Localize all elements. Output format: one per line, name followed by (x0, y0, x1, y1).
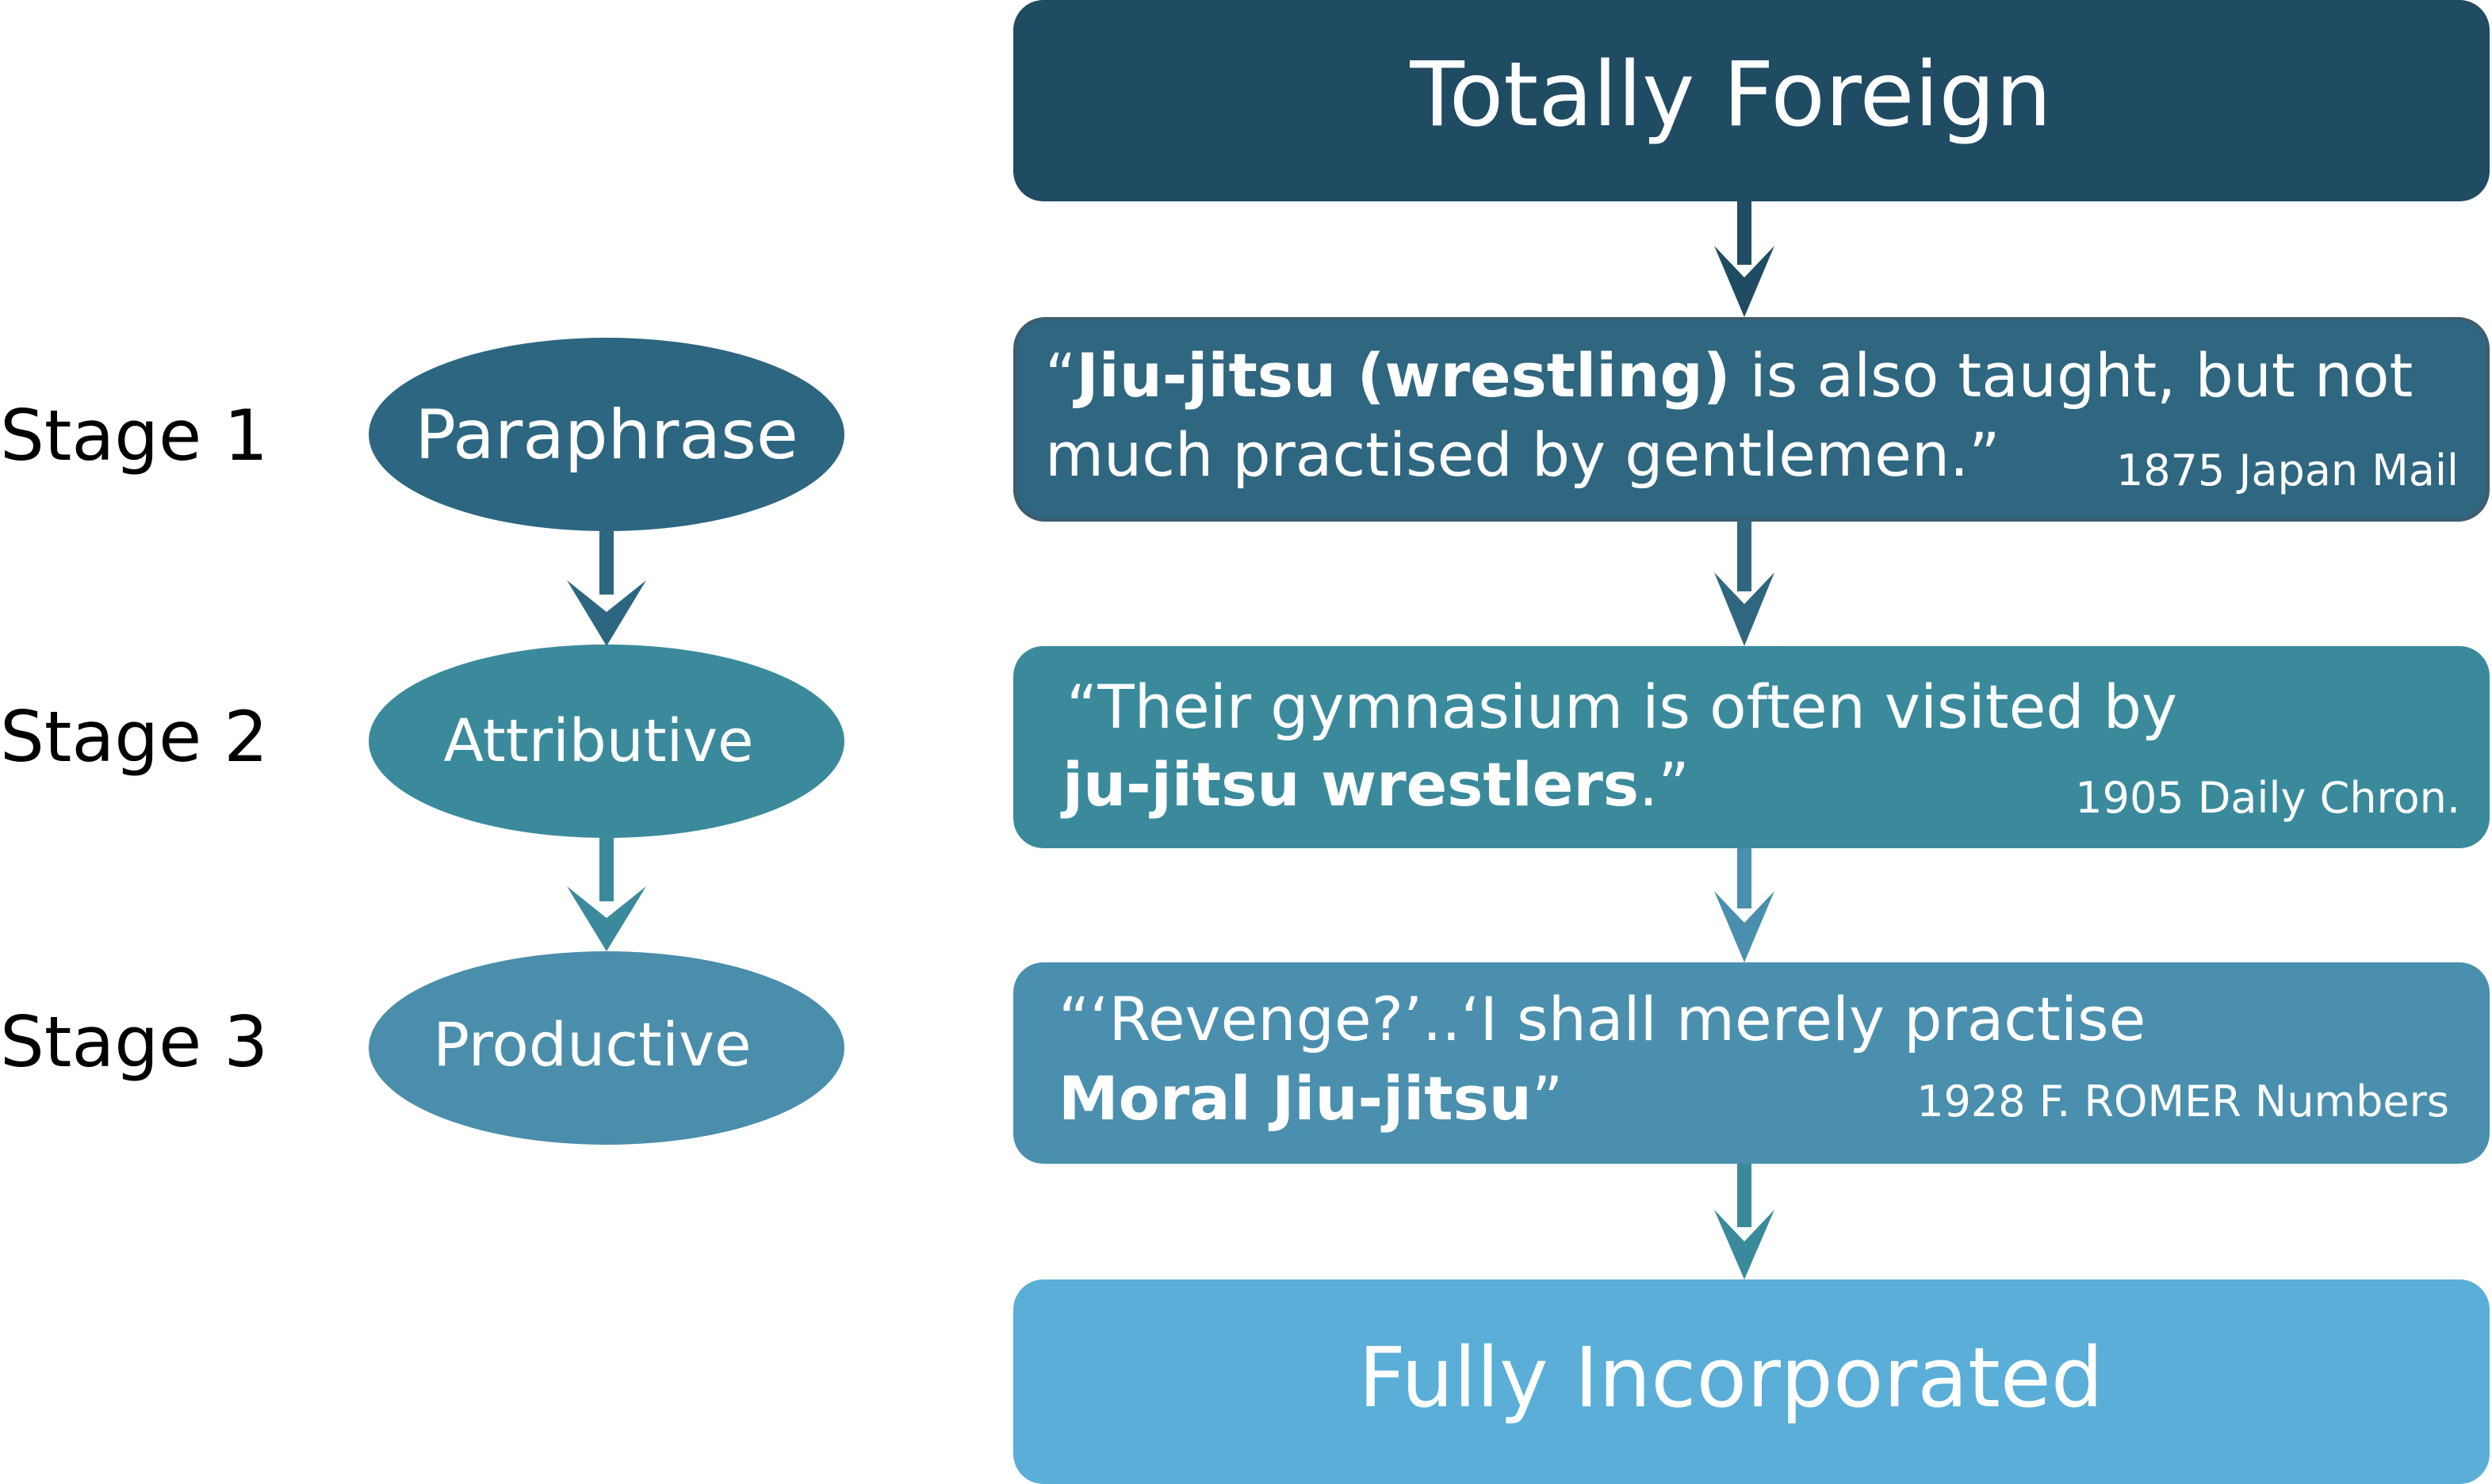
arrow-attributive-to-productive (567, 838, 646, 951)
stage-3-label: Stage 3 (0, 1001, 268, 1083)
quote-2-line-2: ju-jitsu wrestlers.” (1062, 745, 1690, 824)
quote-3-citation: 1928 F. ROMER Numbers (1916, 1077, 2449, 1126)
totally-foreign-label: Totally Foreign (1409, 44, 2051, 147)
quote-1-line-1-rest: is also taught, but not (1730, 340, 2414, 411)
quote-3-after: ” (1531, 1063, 1564, 1134)
quote-1-line-2: much practised by gentlemen.” (1045, 419, 2000, 490)
stage-1-label: Stage 1 (0, 395, 268, 476)
quote-3-line-1: “‘Revenge?’..‘I shall merely practise (1058, 984, 2146, 1054)
ellipse-attributive (369, 644, 844, 838)
ellipse-paraphrase (369, 338, 844, 531)
ellipse-attributive-label: Attributive (443, 707, 753, 775)
ellipse-productive-label: Productive (433, 1009, 751, 1080)
ellipse-paraphrase-label: Paraphrase (415, 396, 798, 475)
stage-2-label: Stage 2 (0, 696, 268, 778)
quote-box-3 (1013, 962, 2490, 1164)
quote-box-2 (1013, 646, 2490, 848)
quote-1-citation: 1875 Japan Mail (2115, 446, 2459, 495)
arrow-quote2-to-quote3 (1714, 848, 1774, 962)
arrow-quote1-to-quote2 (1714, 520, 1774, 646)
quote-2-line-1: “Their gymnasium is often visited by (1066, 671, 2177, 742)
quote-2-bold: ju-jitsu wrestlers (1062, 749, 1640, 820)
quote-2-citation: 1905 Daily Chron. (2075, 773, 2460, 823)
quote-2-after: .” (1639, 749, 1690, 820)
fully-incorporated-label: Fully Incorporated (1358, 1329, 2103, 1426)
quote-1-line-1: “Jiu-jitsu (wrestling) is also taught, b… (1045, 336, 2413, 415)
quote-1-open-mark: “ (1045, 340, 1077, 411)
arrow-top-to-quote1 (1714, 201, 1774, 317)
quote-1-bold: Jiu-jitsu (wrestling) (1076, 340, 1731, 411)
quote-3-line-2: Moral Jiu-jitsu” (1058, 1059, 1563, 1138)
totally-foreign-box (1013, 0, 2490, 201)
arrow-quote3-to-bottom (1714, 1164, 1774, 1279)
ellipse-productive (369, 951, 844, 1145)
arrow-paraphrase-to-attributive (567, 531, 646, 646)
fully-incorporated-box (1013, 1279, 2490, 1484)
quote-3-bold: Moral Jiu-jitsu (1058, 1063, 1532, 1134)
